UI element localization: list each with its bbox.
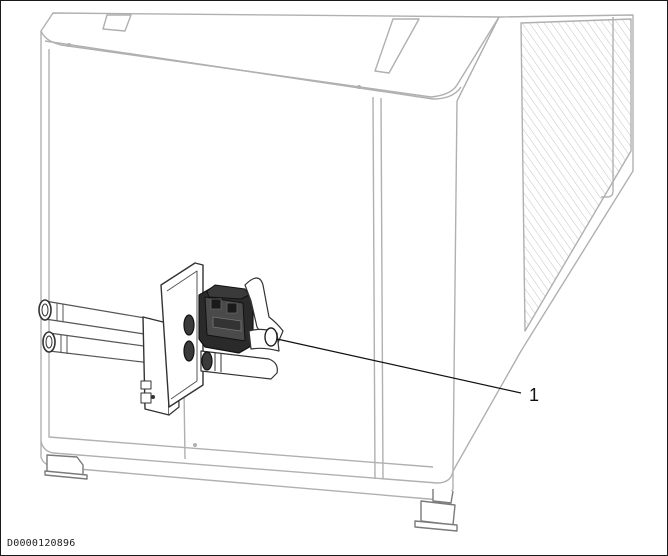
- cabinet-top-panel: [40, 12, 500, 98]
- hose-lower-coupling-icon: [201, 351, 213, 371]
- callout-label-1: 1: [529, 385, 540, 405]
- lower-pipe-collar-icon: [183, 340, 195, 362]
- panel-seam-left: [372, 96, 376, 480]
- document-id-label: D0000120896: [7, 538, 76, 549]
- top-slot-right: [374, 18, 420, 74]
- hose-lower: [200, 350, 278, 380]
- top-slot-left: [102, 14, 132, 32]
- side-grille-area: [520, 18, 632, 332]
- foot-side: [432, 489, 454, 504]
- foot-front-left-pad: [44, 470, 88, 480]
- valve-assembly: [198, 284, 254, 354]
- cabinet-top-inner-edge: [44, 40, 462, 100]
- cabinet: [40, 12, 634, 532]
- upper-pipe-end-icon: [38, 299, 52, 321]
- cabinet-front-face: [40, 31, 458, 484]
- cabinet-front-inner-line: [48, 49, 434, 468]
- foot-front-right-pad: [414, 520, 458, 532]
- pipe-connections: [38, 262, 284, 416]
- callout-leader-line: [276, 338, 522, 394]
- base-plinth: [40, 441, 454, 500]
- upper-pipe-collar-icon: [183, 314, 195, 336]
- hose-right-coupling-icon: [264, 327, 278, 347]
- cabinet-side-face: [452, 14, 634, 472]
- valve-actuator: [206, 284, 250, 300]
- lower-pipe-end-icon: [42, 331, 56, 353]
- side-rear-post: [601, 17, 614, 198]
- lower-pipe: [48, 332, 152, 364]
- upper-pipe: [44, 300, 152, 336]
- panel-seam-right: [380, 97, 384, 480]
